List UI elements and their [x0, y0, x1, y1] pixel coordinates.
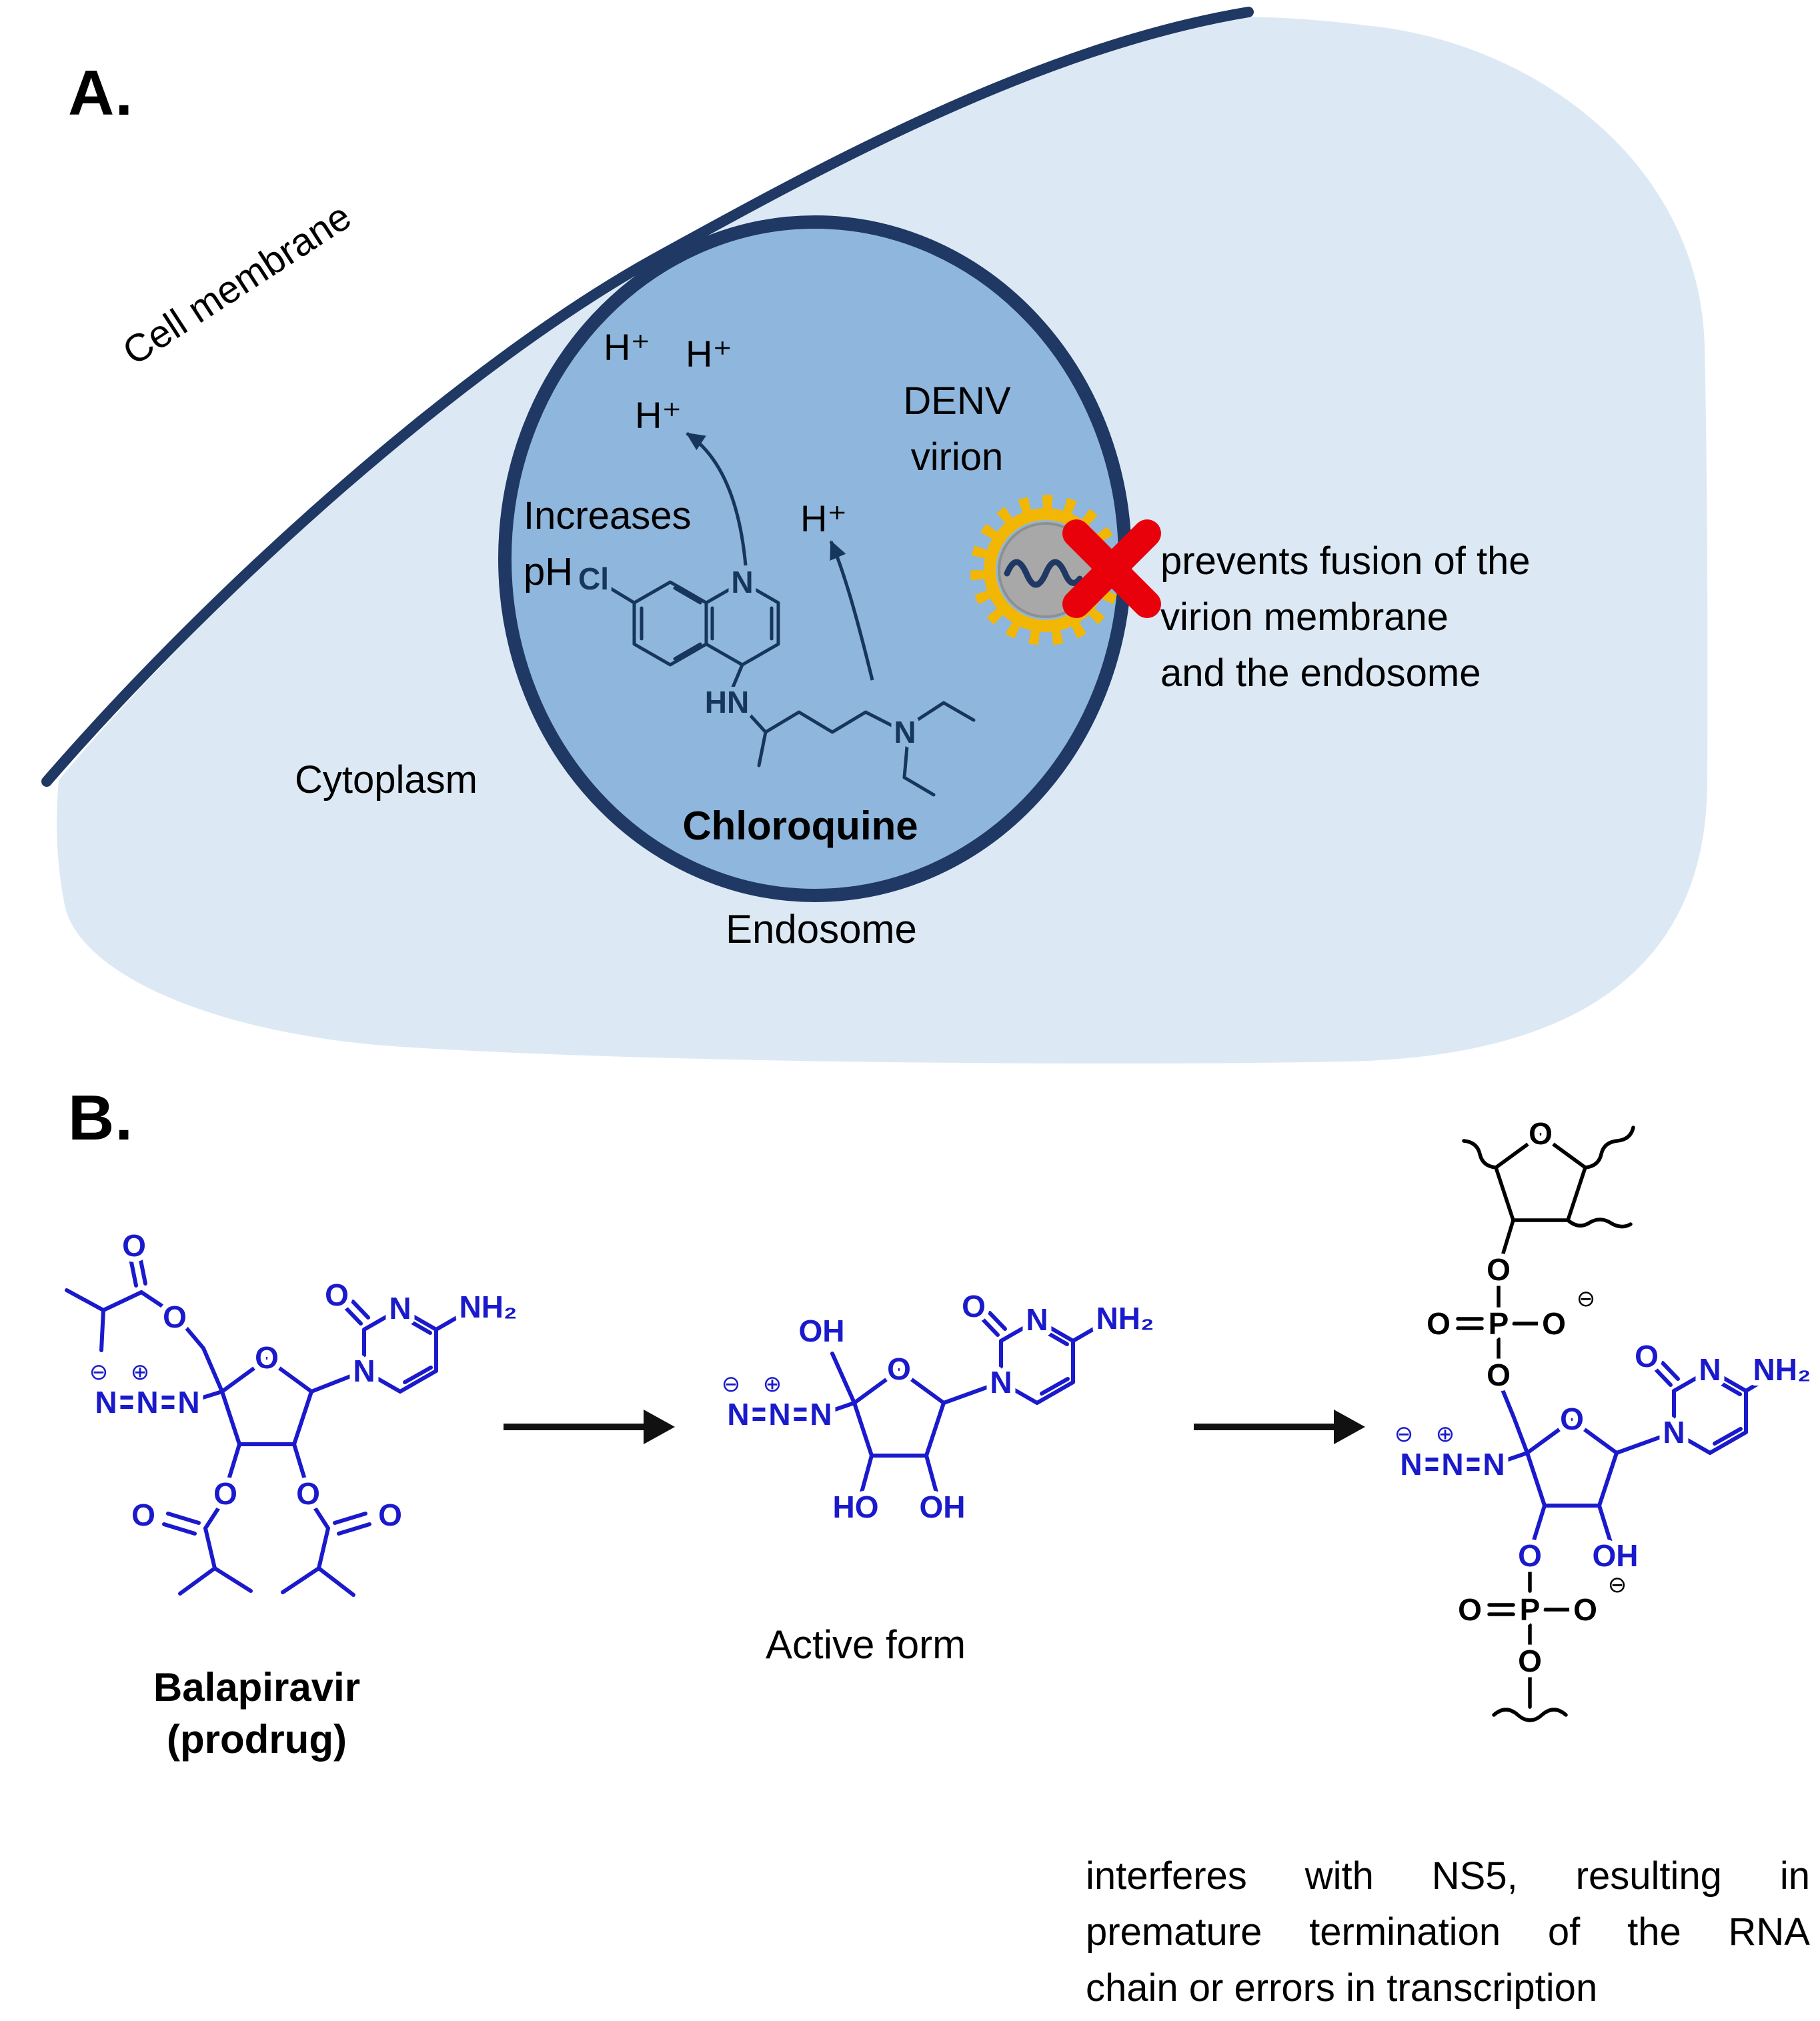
- atom-label: N: [731, 565, 753, 599]
- cytoplasm-label: Cytoplasm: [295, 758, 478, 801]
- atom-label: O: [213, 1476, 237, 1511]
- chloroquine-structure: Cl N HN N: [574, 557, 976, 797]
- atom-label: O: [122, 1228, 146, 1263]
- atom-label: N: [768, 1397, 790, 1432]
- proton-arrow-icon: [829, 540, 874, 681]
- proton-arrow-icon: [686, 431, 748, 566]
- atom-label: O: [1458, 1592, 1482, 1627]
- charge-label: ⊖: [1395, 1422, 1414, 1447]
- atom-label: NH₂: [1096, 1301, 1154, 1336]
- charge-label: ⊖: [89, 1360, 109, 1385]
- atom-label: O: [887, 1352, 911, 1386]
- atom-label: N: [95, 1385, 117, 1420]
- atom-label: N: [1026, 1302, 1048, 1337]
- atom-label: P: [1520, 1592, 1541, 1627]
- atom-label: O: [378, 1498, 402, 1532]
- charge-label: ⊖: [722, 1372, 741, 1397]
- atom-label: NH₂: [460, 1290, 518, 1324]
- atom-label: O: [1573, 1592, 1597, 1627]
- atom-label: N: [1400, 1447, 1422, 1482]
- increases-line1: Increases: [524, 494, 692, 537]
- prevents-fusion-text: prevents fusion of the virion membrane a…: [1160, 533, 1531, 701]
- atom-label: OH: [799, 1314, 845, 1348]
- atom-label: O: [1542, 1306, 1566, 1341]
- increases-ph-label: Increases pH: [524, 488, 691, 600]
- h-plus-label: H⁺: [635, 394, 682, 436]
- h-plus-label: H⁺: [604, 326, 650, 368]
- active-form-label: Active form: [766, 1622, 966, 1667]
- atom-label: O: [1487, 1252, 1511, 1287]
- atom-label: NH₂: [1753, 1352, 1811, 1387]
- interferes-line1: interferes with NS5, resulting in: [1086, 1854, 1810, 1898]
- atom-label: Cl: [578, 561, 609, 596]
- atom-label: N: [389, 1291, 411, 1326]
- atom-label: O: [1427, 1306, 1451, 1341]
- charge-label: ⊖: [1577, 1286, 1596, 1312]
- h-plus-label: H⁺: [686, 333, 732, 375]
- block-x-icon: [1062, 519, 1161, 618]
- atom-label: O: [1487, 1358, 1511, 1392]
- atom-label: OH: [920, 1490, 966, 1524]
- charge-label: ⊖: [1608, 1572, 1627, 1598]
- atom-label: N: [990, 1365, 1012, 1400]
- atom-label: N: [894, 715, 916, 749]
- balapiravir-line1: Balapiravir: [153, 1665, 361, 1710]
- panel-a-label: A.: [68, 57, 133, 129]
- h-plus-label: H⁺: [800, 497, 847, 539]
- atom-label: O: [1518, 1538, 1542, 1573]
- atom-label: O: [1635, 1339, 1659, 1374]
- atom-label: OH: [1593, 1538, 1639, 1573]
- cell-membrane-line: [41, 7, 1254, 787]
- atom-label: O: [962, 1289, 986, 1324]
- rna-adduct-structure: O O O P O ⊖ O O P O ⊖ O O N N N ⊕ ⊖ N N …: [1389, 1111, 1816, 1722]
- atom-label: HO: [833, 1490, 879, 1524]
- prevents-line3: and the endosome: [1160, 651, 1481, 695]
- atom-label: O: [163, 1300, 187, 1334]
- charge-label: ⊕: [1436, 1422, 1455, 1447]
- active-form-structure: OH O N N N ⊕ ⊖ N N O NH₂ HO OH: [716, 1284, 1160, 1530]
- atom-label: N: [727, 1397, 749, 1432]
- atom-label: N: [810, 1397, 832, 1432]
- interferes-text: interferes with NS5, resulting in premat…: [1086, 1848, 1810, 2016]
- denv-line1: DENV: [903, 379, 1011, 423]
- balapiravir-line2: (prodrug): [167, 1717, 347, 1762]
- atom-label: N: [1663, 1415, 1685, 1450]
- denv-virion-label: DENV virion: [887, 373, 1027, 485]
- atom-label: N: [1441, 1447, 1463, 1482]
- atom-label: O: [1518, 1644, 1542, 1678]
- interferes-line3: chain or errors in transcription: [1086, 1966, 1598, 2010]
- atom-label: HN: [705, 685, 749, 719]
- atom-label: O: [1529, 1116, 1553, 1151]
- proton-arrows: [686, 431, 874, 681]
- charge-label: ⊕: [763, 1372, 782, 1397]
- atom-label: O: [296, 1476, 320, 1511]
- atom-label: O: [1560, 1402, 1584, 1436]
- balapiravir-structure: O O O N N N ⊕ ⊖ N N O NH₂ O O O O: [65, 1223, 522, 1597]
- atom-label: N: [1483, 1447, 1505, 1482]
- atom-label: O: [325, 1278, 349, 1312]
- atom-label: O: [131, 1498, 155, 1532]
- atom-label: P: [1489, 1306, 1509, 1341]
- endosome-label: Endosome: [726, 907, 917, 951]
- charge-label: ⊕: [131, 1360, 150, 1385]
- atom-label: N: [1699, 1352, 1721, 1387]
- reaction-arrow-2: [1194, 1410, 1365, 1444]
- panel-b-label: B.: [68, 1082, 133, 1154]
- atom-label: N: [177, 1385, 199, 1420]
- chloroquine-label: Chloroquine: [682, 803, 918, 848]
- interferes-line2: premature termination of the RNA: [1086, 1910, 1810, 1954]
- virion-rna-icon: [1004, 559, 1083, 588]
- atom-label: O: [255, 1340, 279, 1375]
- balapiravir-label: Balapiravir (prodrug): [133, 1662, 380, 1766]
- reaction-arrow-1: [504, 1410, 675, 1444]
- denv-line2: virion: [910, 435, 1004, 479]
- atom-label: N: [353, 1354, 375, 1388]
- increases-line2: pH: [524, 550, 574, 594]
- prevents-line1: prevents fusion of the: [1160, 539, 1531, 583]
- prevents-line2: virion membrane: [1160, 595, 1449, 639]
- atom-label: N: [136, 1385, 158, 1420]
